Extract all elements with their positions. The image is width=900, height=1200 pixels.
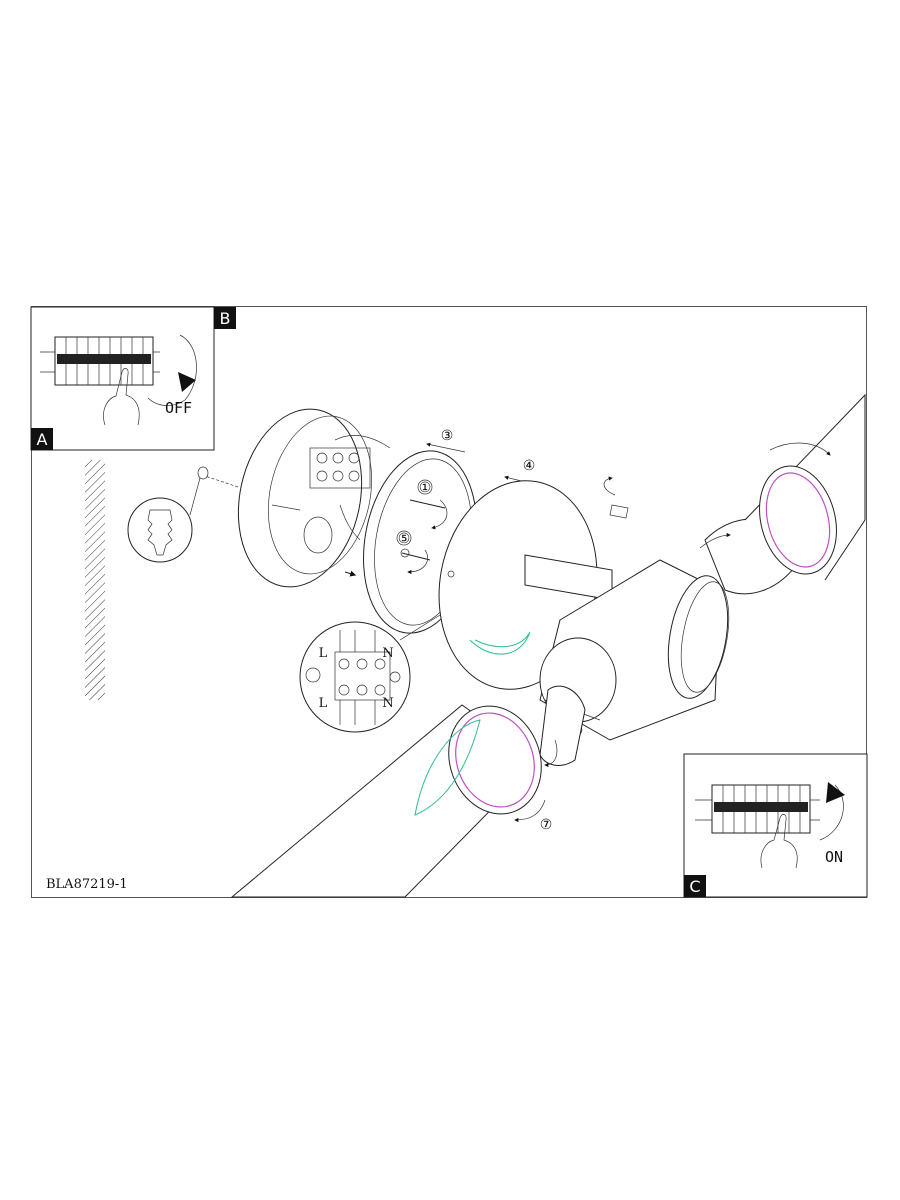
bulb-lower bbox=[414, 719, 481, 816]
lamp-housing bbox=[539, 559, 730, 741]
step-5-label: ⑤ bbox=[398, 531, 411, 547]
curved-arrow-b bbox=[147, 334, 197, 406]
panel-b-tag-box bbox=[214, 307, 236, 329]
wall-hatch bbox=[85, 460, 105, 700]
lower-lamp bbox=[230, 685, 586, 898]
panel-a-tag: A bbox=[37, 430, 48, 449]
terminal-top-right: N bbox=[382, 646, 393, 661]
seal-ring-upper bbox=[765, 472, 831, 568]
panel-b-breaker-off: B A OFF bbox=[30, 306, 236, 451]
terminal-bottom-right: N bbox=[382, 696, 393, 711]
step-3-label: ③ bbox=[441, 428, 454, 444]
curved-arrow-c bbox=[819, 784, 844, 841]
document-code: BLA87219-1 bbox=[46, 877, 128, 892]
wall-plug-icon bbox=[147, 509, 173, 556]
panel-c-tag: C bbox=[689, 877, 700, 896]
bulb-glimpse bbox=[469, 631, 531, 655]
step-7-label: ⑦ bbox=[540, 817, 553, 833]
drill-hole-icon bbox=[197, 466, 209, 480]
screw-icon-5 bbox=[401, 552, 431, 561]
mounting-box bbox=[204, 408, 391, 588]
step-1-label: ① bbox=[419, 480, 432, 496]
panel-c-breaker-on: C ON bbox=[683, 753, 868, 898]
wall-plug-detail bbox=[127, 466, 209, 563]
arrow-head-icon-b bbox=[178, 372, 196, 392]
terminal-top-left: L bbox=[319, 646, 328, 661]
terminal-detail: L N L N bbox=[299, 614, 441, 733]
screw-icon-1 bbox=[409, 499, 446, 509]
hand-icon-b bbox=[103, 368, 140, 426]
panel-b-tag: B bbox=[220, 309, 231, 328]
terminal-bottom-left: L bbox=[319, 696, 328, 711]
panel-b-instruction: OFF bbox=[165, 399, 192, 417]
hand-icon-c bbox=[760, 814, 798, 869]
diagram-frame bbox=[31, 306, 867, 898]
step-4-label: ④ bbox=[523, 458, 536, 474]
top-screw bbox=[603, 476, 629, 519]
panel-c-tag-box bbox=[684, 875, 706, 897]
panel-a-tag-box bbox=[31, 428, 53, 450]
upper-lamp bbox=[699, 393, 866, 595]
breaker-strip-c bbox=[695, 784, 820, 834]
breaker-strip-b bbox=[40, 336, 160, 386]
earth-icon bbox=[389, 671, 401, 683]
panel-c-instruction: ON bbox=[825, 848, 843, 866]
arrow-head-icon-c bbox=[826, 782, 845, 803]
